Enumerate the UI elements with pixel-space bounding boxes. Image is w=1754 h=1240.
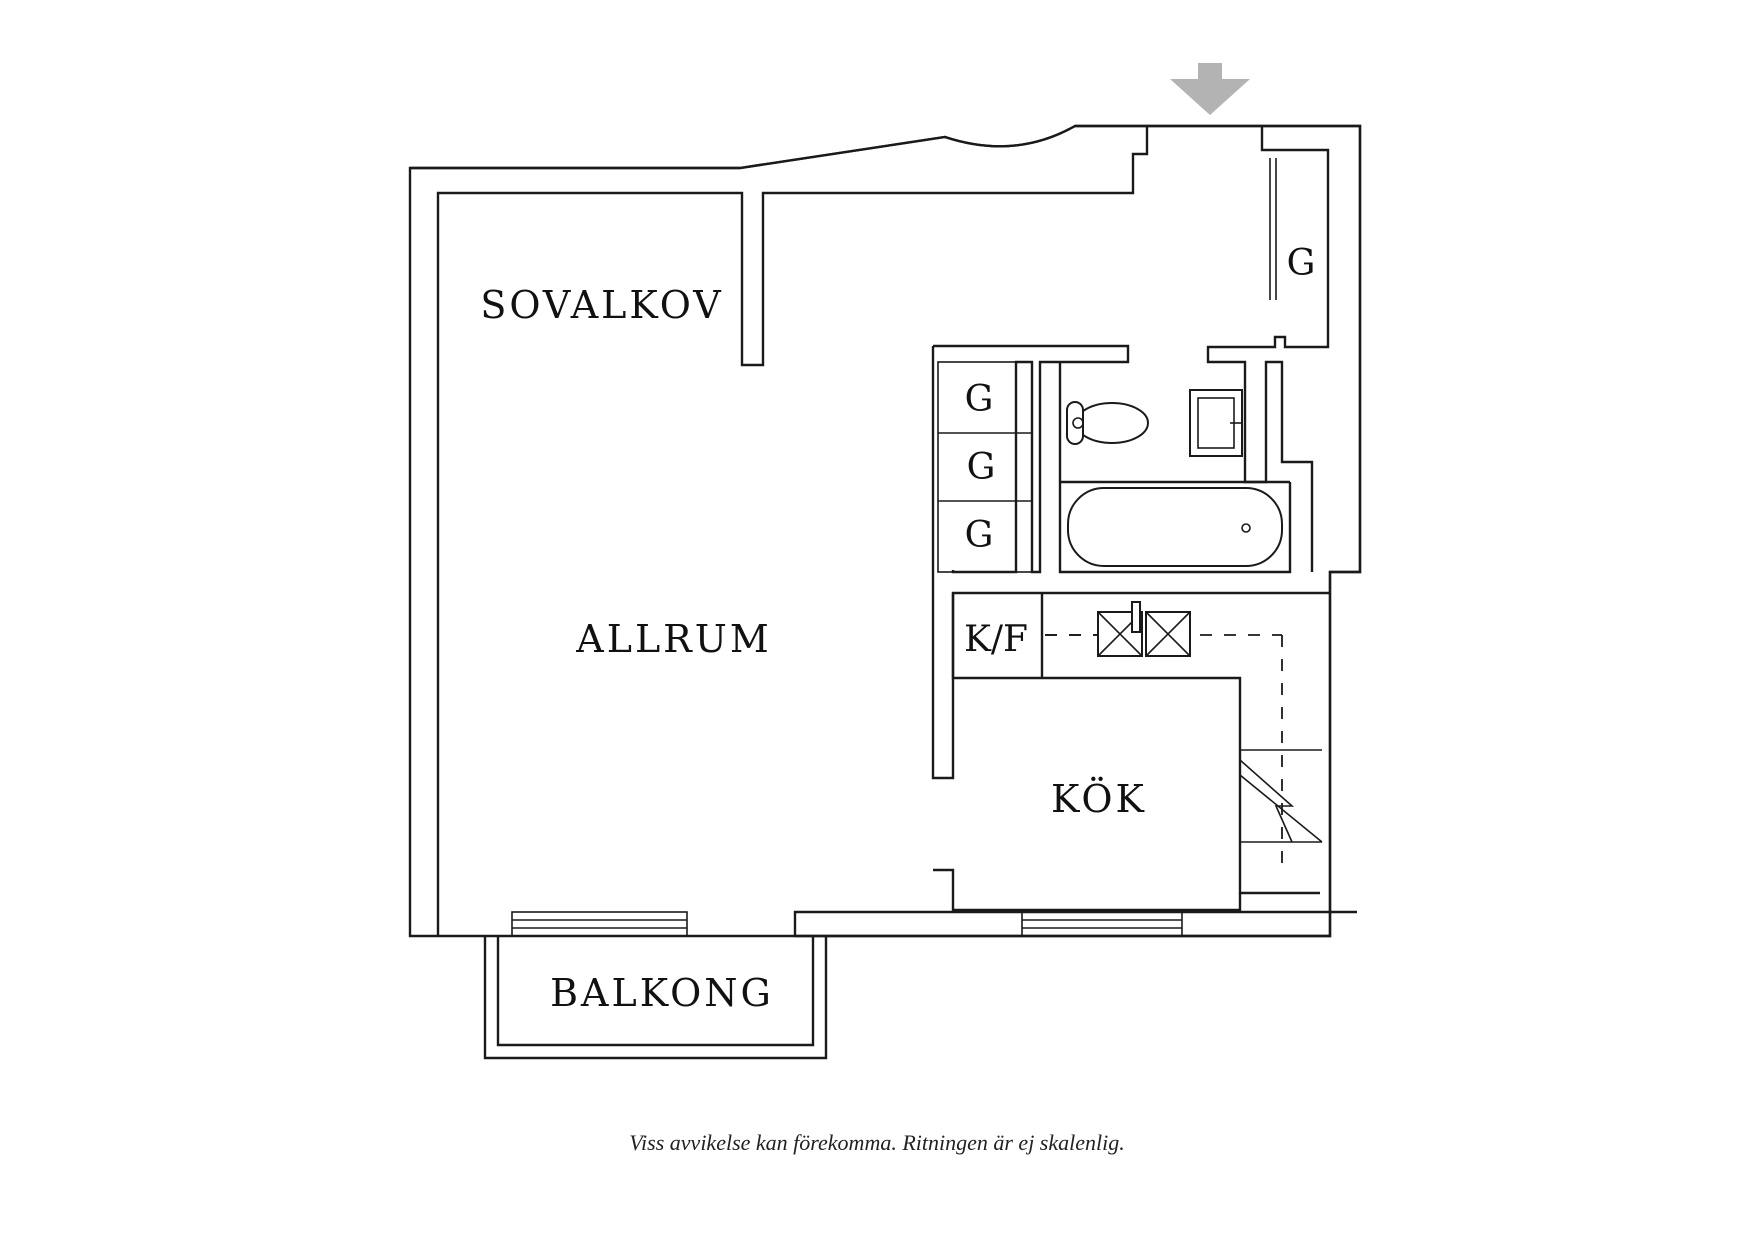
closet-block-wall (931, 346, 1330, 780)
window-kok (1021, 911, 1183, 937)
inner-wall-east (1206, 126, 1330, 572)
closet-row (937, 361, 1033, 573)
inner-wall (436, 126, 1149, 936)
sink-x4 (1145, 611, 1191, 657)
closet-label-3: G (965, 515, 994, 556)
room-label-sovalkov: SOVALKOV (480, 283, 723, 327)
closet-label-hall: G (1287, 243, 1316, 284)
closet-label-2: G (967, 447, 996, 488)
room-label-balkong: BALKONG (550, 971, 774, 1015)
kitchen-partition (933, 868, 1240, 912)
room-label-kok: KÖK (1051, 777, 1147, 821)
kitchen-counter (951, 593, 1320, 895)
bathroom-wall (1058, 362, 1292, 574)
toilet-tank (1066, 401, 1084, 445)
room-label-kf: K/F (964, 619, 1028, 660)
disclaimer: Viss avvikelse kan förekomma. Ritningen … (629, 1130, 1125, 1155)
window-allrum (511, 911, 688, 937)
toilet-tank-circle (1072, 417, 1084, 429)
balcony-inner (496, 936, 815, 1047)
kitchen-tap (1131, 601, 1141, 633)
balcony-outer (483, 936, 828, 1060)
bathtub (1067, 487, 1283, 567)
outer-wall-loop (408, 124, 1362, 938)
bathtub-drain (1241, 523, 1251, 533)
toilet-bowl (1075, 402, 1149, 444)
stove-hood (1239, 759, 1295, 843)
entrance-arrow-icon (1170, 63, 1250, 115)
room-label-allrum: ALLRUM (575, 617, 771, 661)
closet-label-1: G (965, 379, 994, 420)
stove-diagonal (1239, 774, 1323, 843)
